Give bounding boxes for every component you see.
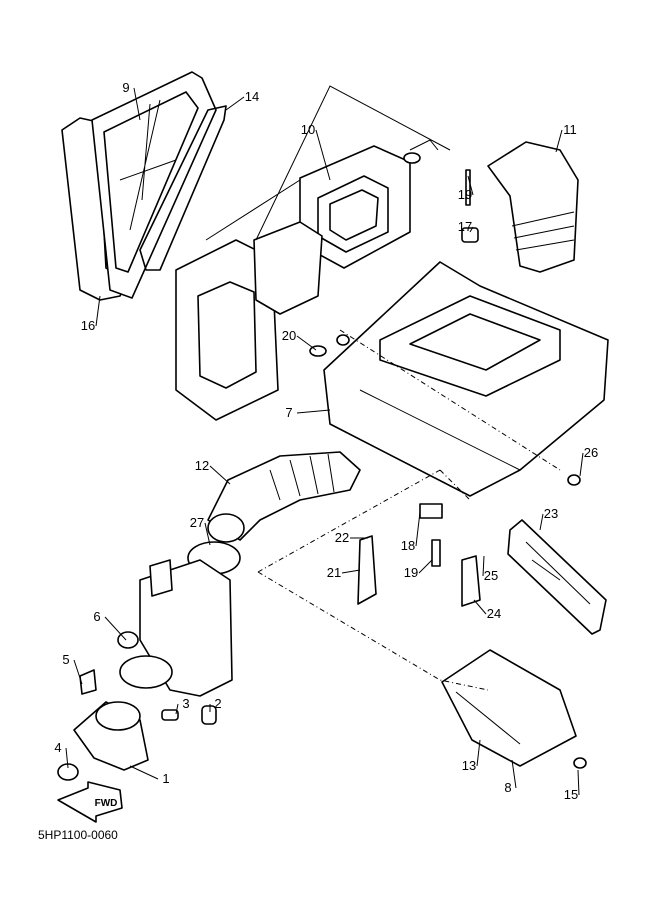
part-air-filter-case xyxy=(309,261,609,497)
part-manifold xyxy=(57,669,217,781)
callout-1: 1 xyxy=(162,771,169,786)
leader-line xyxy=(104,616,127,641)
leader-line xyxy=(473,599,487,615)
leader-line xyxy=(577,769,580,796)
part-cover-plate xyxy=(507,519,607,635)
callout-27: 27 xyxy=(190,515,204,530)
leader-line xyxy=(296,335,317,351)
leader-line xyxy=(511,759,517,789)
callout-15: 15 xyxy=(564,787,578,802)
callout-19: 19 xyxy=(404,565,418,580)
callout-21: 21 xyxy=(327,565,341,580)
diagram-code: 5HP1100-0060 xyxy=(38,828,118,842)
part-filter-cover xyxy=(61,71,227,301)
callout-13: 13 xyxy=(462,758,476,773)
part-carburetor xyxy=(117,541,241,697)
part-lower-cover xyxy=(441,649,577,767)
leader-line xyxy=(65,747,69,769)
callout-18: 18 xyxy=(401,538,415,553)
leader-line xyxy=(95,295,101,327)
callout-8: 8 xyxy=(504,780,511,795)
callout-22: 22 xyxy=(335,530,349,545)
callout-9: 9 xyxy=(122,80,129,95)
leader-line xyxy=(129,765,159,780)
leader-line xyxy=(469,226,474,233)
callout-11: 11 xyxy=(563,122,577,137)
part-intake-duct xyxy=(487,141,579,273)
callout-23: 23 xyxy=(544,506,558,521)
leader-line xyxy=(133,87,141,121)
part-drain-hoses xyxy=(357,474,587,769)
leader-line xyxy=(476,739,481,767)
part-filter-element xyxy=(175,85,451,421)
leader-line xyxy=(175,703,179,715)
fwd-text: FWD xyxy=(95,798,118,809)
callout-14: 14 xyxy=(245,89,259,104)
callout-5: 5 xyxy=(62,652,69,667)
callout-10: 10 xyxy=(301,122,315,137)
callout-6: 6 xyxy=(93,609,100,624)
callout-24: 24 xyxy=(487,606,501,621)
callout-19: 19 xyxy=(458,187,472,202)
callout-7: 7 xyxy=(285,405,292,420)
leader-line xyxy=(204,522,211,546)
leader-line xyxy=(225,96,245,111)
callout-26: 26 xyxy=(584,445,598,460)
leader-line xyxy=(341,569,361,574)
leader-line xyxy=(555,129,563,153)
callout-16: 16 xyxy=(81,318,95,333)
leader-line xyxy=(539,513,544,531)
callout-12: 12 xyxy=(195,458,209,473)
callout-25: 25 xyxy=(484,568,498,583)
leader-line xyxy=(467,175,474,196)
fwd-arrow: FWD xyxy=(57,781,123,823)
callout-20: 20 xyxy=(282,328,296,343)
callout-2: 2 xyxy=(214,696,221,711)
callout-4: 4 xyxy=(54,740,61,755)
leader-line xyxy=(315,129,331,181)
leader-lines xyxy=(65,87,584,796)
leader-line xyxy=(209,465,231,485)
part-joint-hose xyxy=(207,451,361,543)
leader-line xyxy=(482,555,485,577)
leader-line xyxy=(418,559,433,574)
callout-17: 17 xyxy=(458,219,472,234)
leader-line xyxy=(415,511,421,547)
leader-line xyxy=(579,452,584,477)
leader-line xyxy=(73,659,83,685)
callout-3: 3 xyxy=(182,696,189,711)
leader-line xyxy=(296,409,331,414)
